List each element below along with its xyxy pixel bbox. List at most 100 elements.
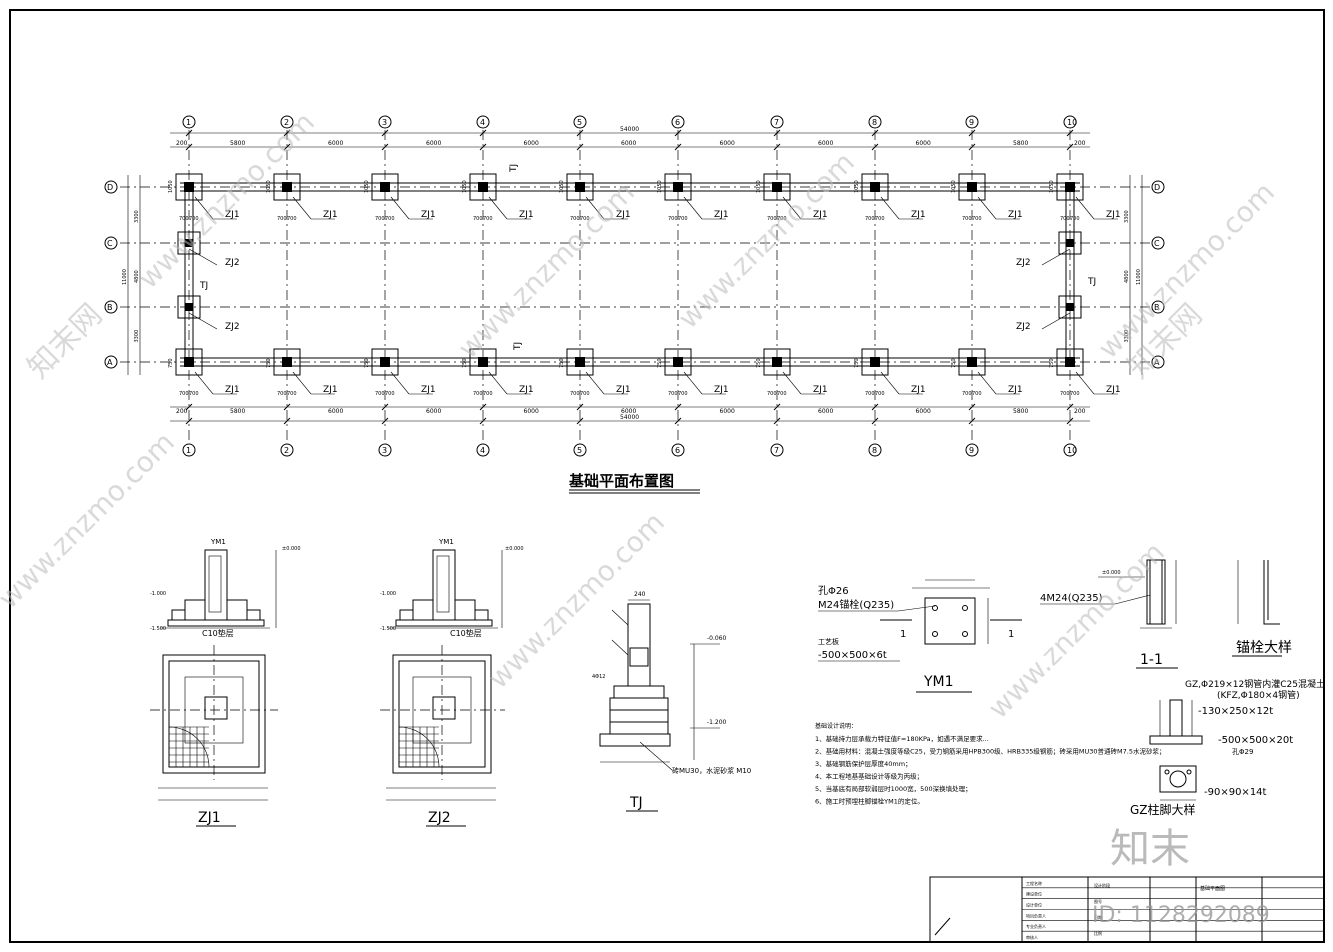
watermark-id: ID: 1128292089 — [1092, 903, 1270, 928]
footing-zj1 — [566, 348, 594, 376]
footing-dim: 1050 — [266, 180, 272, 193]
leader-line — [782, 371, 802, 395]
dim-tick — [871, 403, 879, 411]
grid-col-label-top: 6 — [675, 118, 680, 127]
footing-zj1-label: ZJ1 — [616, 385, 631, 395]
grid-bubble-right — [1151, 300, 1165, 314]
dim-edge-top-left: 200 — [176, 140, 188, 147]
grid-bubble-top — [378, 115, 392, 129]
footing-dim: 750 — [266, 358, 272, 368]
footing-dim: 700 — [570, 216, 580, 222]
title-block-row-label: 审核人 — [1026, 934, 1038, 940]
footing-dim: 1050 — [462, 180, 468, 193]
ym1-hole: 孔Φ26 — [818, 585, 849, 597]
grid-col-label-top: 4 — [480, 118, 485, 127]
dim-tick — [381, 403, 389, 411]
grid-col-label-bottom: 9 — [969, 446, 974, 455]
footing-dim: 700 — [668, 216, 678, 222]
grid-bubble-left — [104, 300, 118, 314]
column-base — [478, 182, 488, 192]
leader-line — [390, 196, 410, 220]
zj1-concrete: C10垫层 — [202, 628, 234, 638]
footing-dim: 700 — [179, 216, 189, 222]
dim-total-bottom: 54000 — [620, 414, 639, 421]
dim-edge-bottom-left: 200 — [176, 408, 188, 415]
footing-zj1 — [371, 348, 399, 376]
column-base — [1065, 182, 1075, 192]
leader-line — [292, 371, 312, 395]
grid-col-label-top: 9 — [969, 118, 974, 127]
footing-zj2 — [1058, 295, 1082, 319]
dim-tick — [1066, 417, 1074, 425]
leader-line — [188, 248, 218, 266]
footing-dim: 1050 — [364, 180, 370, 193]
leader-line — [1041, 312, 1071, 330]
footing-dim: 700 — [777, 391, 787, 397]
column-base — [478, 357, 488, 367]
zj2-elev-2: -1.500 — [380, 626, 396, 632]
dim-bay-bottom: 6000 — [720, 408, 735, 415]
footing-zj1-label: ZJ1 — [813, 210, 828, 220]
grid-bubble-bottom — [182, 443, 196, 457]
grid-bubble-bottom — [770, 443, 784, 457]
grid-bubble-bottom — [573, 443, 587, 457]
dim-bay-top: 5800 — [1013, 140, 1028, 147]
dim-tick — [185, 143, 193, 151]
dim-tick — [871, 143, 879, 151]
footing-zj1 — [371, 173, 399, 201]
footing-dim: 750 — [657, 358, 663, 368]
tj-elev-2: -1.200 — [707, 719, 727, 726]
footing-zj1-label: ZJ1 — [323, 385, 338, 395]
column-base — [185, 239, 193, 247]
dim-tick — [283, 403, 291, 411]
notes-title: 基础设计说明： — [815, 722, 857, 730]
dim-bay-top: 5800 — [230, 140, 245, 147]
footing-zj1 — [469, 173, 497, 201]
grid-bubble-bottom — [965, 443, 979, 457]
dim-tick — [479, 417, 487, 425]
title-block-row-label: 设计单位 — [1026, 902, 1042, 908]
watermark-url-7: www.znzmo.com — [0, 426, 181, 615]
grid-col-label-bottom: 6 — [675, 446, 680, 455]
anchor-label: 锚栓大样 — [1236, 640, 1292, 656]
dim-bay-top: 6000 — [916, 140, 931, 147]
title-block-row-label: 工程名称 — [1026, 880, 1042, 886]
column-base — [380, 357, 390, 367]
footing-dim: 700 — [375, 391, 385, 397]
leader-line — [1075, 196, 1095, 220]
grid-bubble-right — [1151, 236, 1165, 250]
zj2-rebar-hatch — [398, 726, 439, 767]
grid-bubble-left — [104, 180, 118, 194]
footing-zj1 — [1056, 348, 1084, 376]
title-block-col-label: 比例 — [1094, 930, 1102, 936]
footing-dim: 1050 — [951, 180, 957, 193]
footing-zj1 — [566, 173, 594, 201]
footing-dim: 700 — [570, 391, 580, 397]
footing-dim: 700 — [1070, 216, 1080, 222]
title-block-row-label: 专业负责人 — [1026, 923, 1046, 929]
dim-bay-top: 6000 — [426, 140, 441, 147]
column-base — [282, 357, 292, 367]
notes-item: 1、基础持力层承载力特征值F=180KPa，如遇不满足要求... — [815, 734, 989, 743]
title-block-col-label: 日期 — [1094, 914, 1102, 920]
dim-row-right: 3300 — [1124, 210, 1130, 223]
grid-row-label-right: C — [1154, 239, 1160, 248]
dim-tick — [871, 417, 879, 425]
footing-zj2 — [1058, 231, 1082, 255]
grid-row-label-left: D — [107, 183, 113, 192]
dim-tick — [871, 129, 879, 137]
zj1-elev-top: ±0.000 — [282, 546, 301, 552]
grid-col-label-top: 7 — [774, 118, 779, 127]
footing-dim: 700 — [1060, 216, 1070, 222]
footing-zj1-label: ZJ1 — [616, 210, 631, 220]
gz-detail: GZ,Φ219×12钢管内灌C25混凝土 (KFZ,Φ180×4钢管) -130… — [1130, 678, 1325, 817]
dim-tick — [674, 417, 682, 425]
dim-row-right: 4800 — [1124, 270, 1130, 283]
gz-plate1: -130×250×12t — [1198, 706, 1273, 717]
footing-zj1-label: ZJ1 — [911, 210, 926, 220]
notes-item: 3、基础钢筋保护层厚度40mm； — [815, 759, 912, 768]
zj1-detail: YM1 C10垫层 ±0.000 -1.000 -1.500 ZJ1 — [150, 538, 301, 827]
title-block-drawing-title: 基础平面图 — [1200, 885, 1225, 892]
footing-dim: 700 — [189, 391, 199, 397]
